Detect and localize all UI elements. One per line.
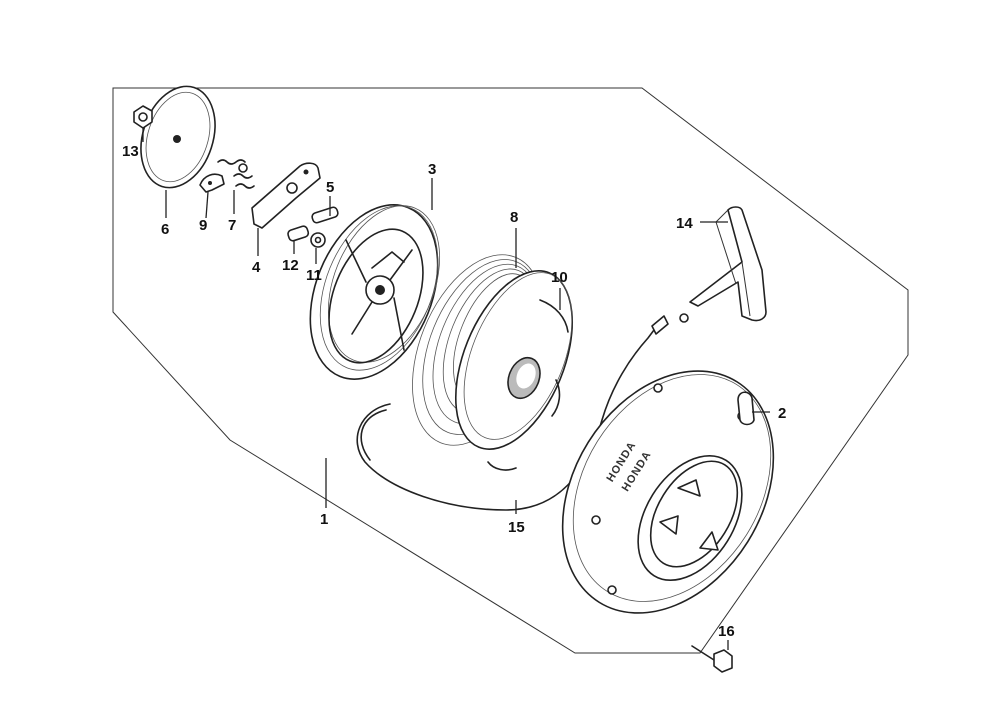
callout-16: 16 xyxy=(718,623,735,640)
part-starter-housing xyxy=(561,370,775,614)
callout-9: 9 xyxy=(199,217,207,234)
callout-7: 7 xyxy=(228,217,236,234)
part-16-bolt xyxy=(691,645,733,673)
callout-11: 11 xyxy=(306,267,322,284)
callout-3: 3 xyxy=(428,161,436,178)
part-14-grip-handle xyxy=(689,206,767,322)
part-15-starter-rope xyxy=(356,313,689,511)
part-6-plate xyxy=(140,85,216,189)
callout-1: 1 xyxy=(320,511,328,528)
callout-4: 4 xyxy=(252,259,261,276)
callout-5: 5 xyxy=(326,179,334,196)
part-10-spring-case xyxy=(454,270,574,471)
assembly-boundary xyxy=(112,87,909,654)
part-13-nut xyxy=(133,105,153,129)
part-5-pin xyxy=(311,206,339,224)
part-3-reel xyxy=(309,204,441,380)
callout-12: 12 xyxy=(282,257,299,274)
part-4-guide-lever xyxy=(251,162,321,229)
part-2-rope-guide xyxy=(737,391,755,426)
part-7-springs xyxy=(217,159,255,189)
callout-2: 2 xyxy=(778,405,786,422)
callout-10: 10 xyxy=(551,269,568,286)
callout-15: 15 xyxy=(508,519,525,536)
leader-lines xyxy=(142,128,770,650)
part-9-ratchet-pawl xyxy=(199,173,225,193)
part-11-washer xyxy=(310,232,326,248)
callout-13: 13 xyxy=(122,143,139,160)
callout-6: 6 xyxy=(161,221,169,238)
callout-8: 8 xyxy=(510,209,518,226)
part-12-pin xyxy=(287,225,310,242)
callout-14: 14 xyxy=(676,215,693,232)
